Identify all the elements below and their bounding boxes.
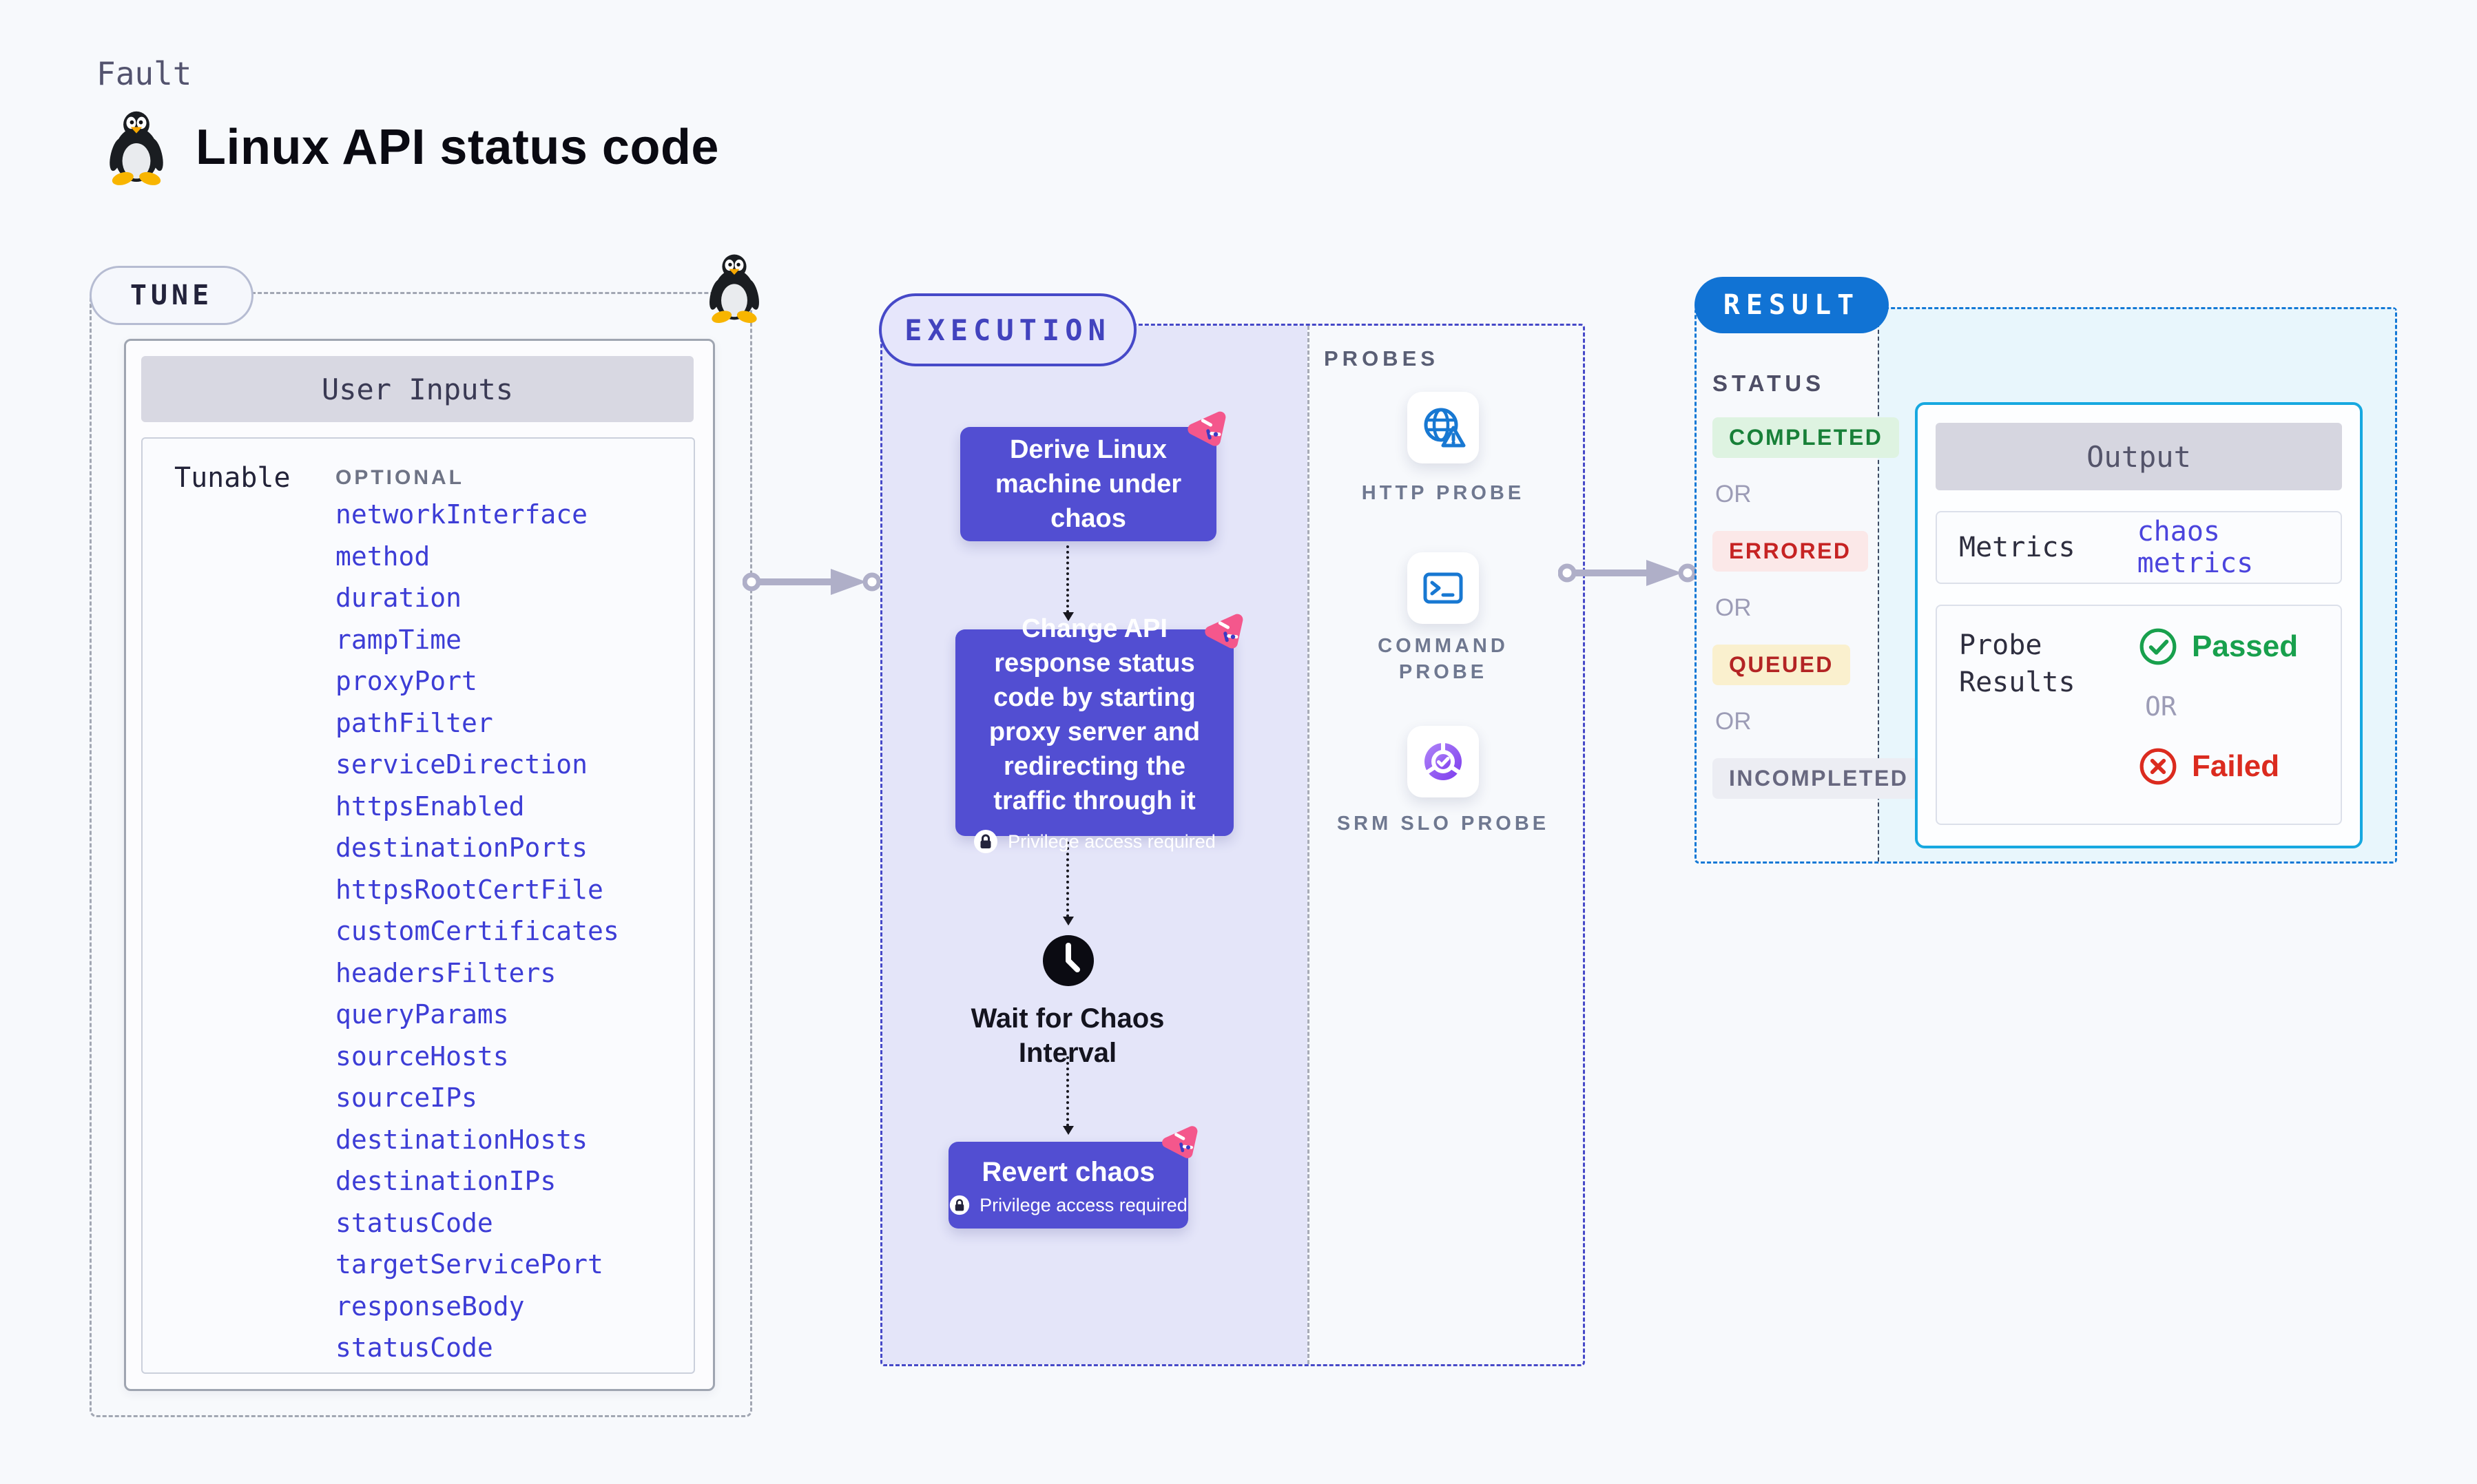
tunables-panel: Tunable OPTIONAL networkInterface method d… — [141, 437, 695, 1374]
command-probe-label: COMMAND PROBE — [1378, 635, 1509, 683]
srm-slo-probe-label: SRM SLO PROBE — [1336, 813, 1550, 835]
privilege-row: Privilege access required — [949, 1195, 1188, 1216]
user-inputs-header: User Inputs — [141, 356, 694, 422]
metrics-label: Metrics — [1959, 532, 2075, 563]
terminal-icon — [1423, 572, 1463, 604]
tunable-param: destinationHosts — [335, 1124, 588, 1155]
chaos-logo-icon — [1185, 408, 1226, 449]
linux-penguin-icon — [107, 111, 166, 186]
status-stack: COMPLETED OR ERRORED OR QUEUED OR INCOMP… — [1712, 417, 1925, 799]
check-circle-icon — [2139, 628, 2177, 665]
execution-pill: EXECUTION — [879, 293, 1137, 366]
tunable-param: httpsRootCertFile — [335, 874, 603, 905]
status-badge-errored: ERRORED — [1712, 531, 1868, 572]
tunable-param: sourceIPs — [335, 1083, 477, 1113]
tunable-param: destinationIPs — [335, 1166, 557, 1196]
privilege-row: Privilege access required — [973, 829, 1216, 855]
step-text: Derive Linux machine under chaos — [995, 435, 1182, 534]
or-label: OR — [1715, 708, 1752, 735]
probe-results-row: Probe Results Passed OR Failed — [1936, 605, 2342, 825]
passed-label: Passed — [2192, 629, 2299, 663]
probes-divider — [1307, 326, 1309, 1364]
probes-label: PROBES — [1324, 346, 1439, 370]
privilege-label: Privilege access required — [1008, 830, 1216, 852]
tunable-param: duration — [335, 583, 462, 613]
x-circle-icon — [2139, 748, 2177, 785]
tunable-row-label: Tunable — [174, 462, 291, 494]
status-badge-completed: COMPLETED — [1712, 417, 1900, 458]
wait-step: Wait for Chaos Interval — [957, 994, 1178, 1070]
flow-connector — [1063, 545, 1074, 621]
page-title: Linux API status code — [196, 120, 719, 175]
status-badge-incompleted: INCOMPLETED — [1712, 758, 1925, 799]
probe-results-label: Probe Results — [1959, 629, 2075, 698]
tunable-param: headersFilters — [335, 957, 557, 988]
privilege-label: Privilege access required — [980, 1194, 1188, 1215]
tunable-param: pathFilter — [335, 707, 493, 738]
tunable-param: sourceHosts — [335, 1041, 509, 1072]
tunable-param: customCertificates — [335, 916, 619, 946]
title-row: Linux API status code — [103, 109, 719, 186]
tune-section-box — [90, 292, 752, 1417]
metrics-row: Metrics chaos metrics — [1936, 511, 2342, 584]
clock-icon — [1043, 935, 1094, 986]
command-probe-card — [1407, 552, 1479, 624]
tunable-param: serviceDirection — [335, 749, 588, 780]
metrics-value: chaos metrics — [2137, 516, 2254, 579]
tunable-param: networkInterface — [335, 499, 588, 530]
tunable-param: statusCode — [335, 1207, 493, 1238]
wait-label: Wait for Chaos Interval — [971, 1003, 1165, 1068]
status-label: STATUS — [1712, 370, 1825, 396]
step-text: Change API response status code by start… — [988, 614, 1201, 816]
tunable-param: responseBody — [335, 1290, 525, 1321]
status-badge-queued: QUEUED — [1712, 645, 1850, 685]
http-probe-card — [1407, 392, 1479, 463]
lock-icon — [973, 829, 999, 855]
chaos-logo-icon — [1159, 1122, 1198, 1161]
fault-kicker: Fault — [96, 55, 192, 92]
or-label: OR — [1715, 481, 1752, 508]
flow-connector — [1063, 842, 1074, 926]
probes-to-result-arrow — [1558, 558, 1696, 588]
tunable-param: targetServicePort — [335, 1249, 603, 1279]
failed-label: Failed — [2192, 749, 2280, 783]
output-card: Output Metrics chaos metrics Probe Resul… — [1915, 402, 2363, 848]
tunable-param: httpsEnabled — [335, 791, 525, 822]
tunable-param: statusCode — [335, 1333, 493, 1363]
tune-to-execution-arrow — [743, 567, 880, 597]
globe-alert-icon — [1424, 408, 1466, 448]
linux-penguin-corner-icon — [707, 254, 762, 324]
or-label: OR — [2145, 691, 2177, 722]
or-label: OR — [1715, 594, 1752, 621]
result-pill: RESULT — [1694, 277, 1889, 333]
tunable-param: method — [335, 541, 431, 572]
chaos-logo-icon — [1202, 610, 1243, 651]
http-probe-label: HTTP PROBE — [1361, 482, 1525, 504]
step-revert-chaos: Revert chaos Privilege access required — [949, 1142, 1188, 1229]
step-change-status-code: Change API response status code by start… — [955, 614, 1234, 855]
tunable-params-list: networkInterface method duration rampTime pr… — [335, 499, 680, 1375]
tunable-param: destinationPorts — [335, 833, 588, 863]
srm-slo-probe-card — [1407, 726, 1479, 797]
step-text: Revert chaos — [982, 1157, 1155, 1188]
failed-item: Failed — [2138, 746, 2298, 786]
flow-connector — [1063, 1056, 1074, 1135]
slo-donut-icon — [1423, 740, 1463, 780]
user-inputs-card: User Inputs Tunable OPTIONAL networkInte… — [124, 339, 715, 1391]
optional-column-label: OPTIONAL — [335, 466, 464, 489]
tunable-param: proxyPort — [335, 666, 477, 696]
lock-icon — [949, 1195, 971, 1216]
tunable-param: rampTime — [335, 624, 462, 655]
step-derive-machine: Derive Linux machine under chaos — [960, 427, 1216, 541]
output-header: Output — [1936, 423, 2342, 490]
tunable-param: queryParams — [335, 999, 509, 1030]
probe-results-values: Passed OR Failed — [2138, 627, 2298, 803]
tune-pill: TUNE — [90, 266, 253, 325]
passed-item: Passed — [2138, 627, 2298, 667]
